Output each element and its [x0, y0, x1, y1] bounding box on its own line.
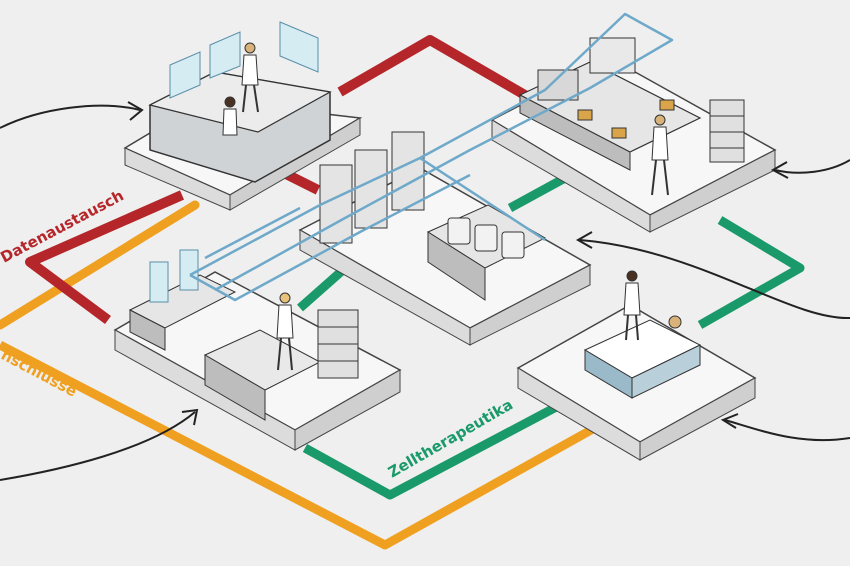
lab-platform-top-right — [490, 37, 777, 233]
manufacturing-platform-bottom-left — [113, 249, 402, 451]
label-anschluesse: nschlüsse — [0, 346, 80, 401]
arrow-left-bottom — [0, 408, 199, 481]
blue-data-network-line — [189, 12, 674, 302]
patient-platform-bottom-right — [516, 270, 757, 461]
arrow-right-middle — [575, 231, 850, 320]
arrow-left-top — [0, 101, 144, 129]
production-platform-center — [298, 131, 592, 346]
arrow-right-bottom — [720, 413, 850, 442]
arrow-right-top — [770, 159, 850, 179]
orange-connection-line — [0, 200, 603, 550]
cleanroom-platform — [123, 21, 363, 211]
